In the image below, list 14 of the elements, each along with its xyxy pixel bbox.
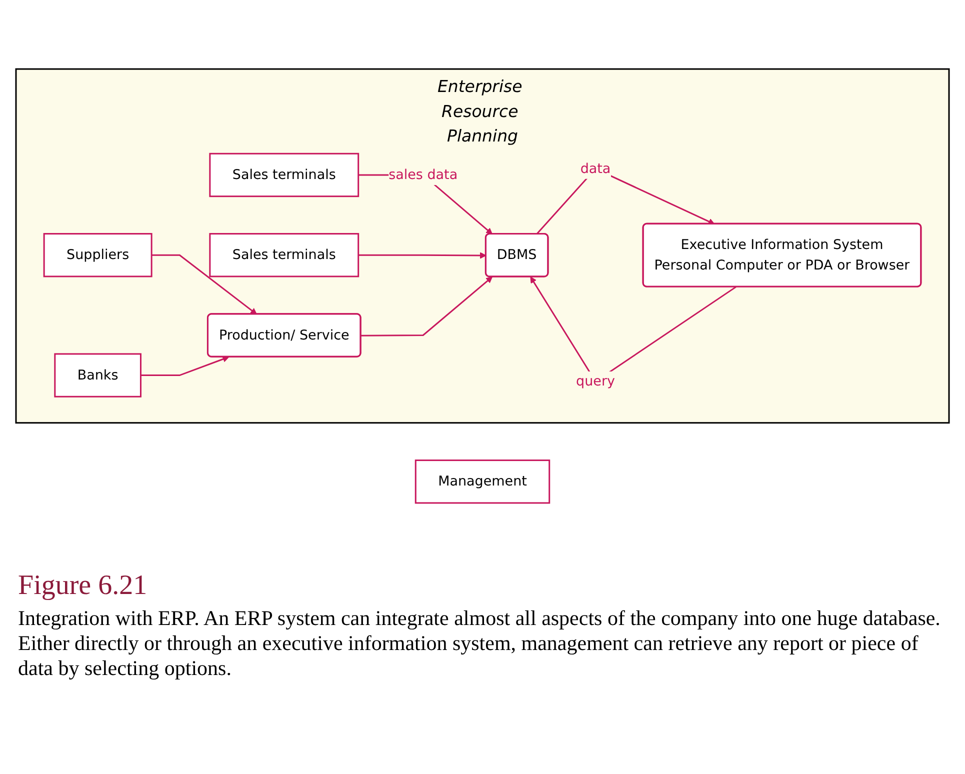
node-box: Sales terminals xyxy=(209,233,360,278)
node-box: Suppliers xyxy=(43,233,152,278)
caption: Integration with ERP. An ERP system can integrate almost all aspects of the company into one huge database. Either directly or through an executive information system, management can retrieve any report or piece of data by selecting options. xyxy=(18,606,942,682)
node-box: Management xyxy=(414,460,550,504)
arrow xyxy=(360,276,493,336)
node-box: Sales terminals xyxy=(209,152,360,198)
node-box: Banks xyxy=(54,353,142,398)
arrow xyxy=(152,254,257,315)
figure-number: Figure 6.21 xyxy=(18,570,148,602)
arrow xyxy=(140,356,230,376)
edge-label: data xyxy=(580,160,611,177)
edge-label: sales data xyxy=(388,167,458,183)
arrow xyxy=(358,252,486,259)
edge-label: query xyxy=(576,374,615,390)
